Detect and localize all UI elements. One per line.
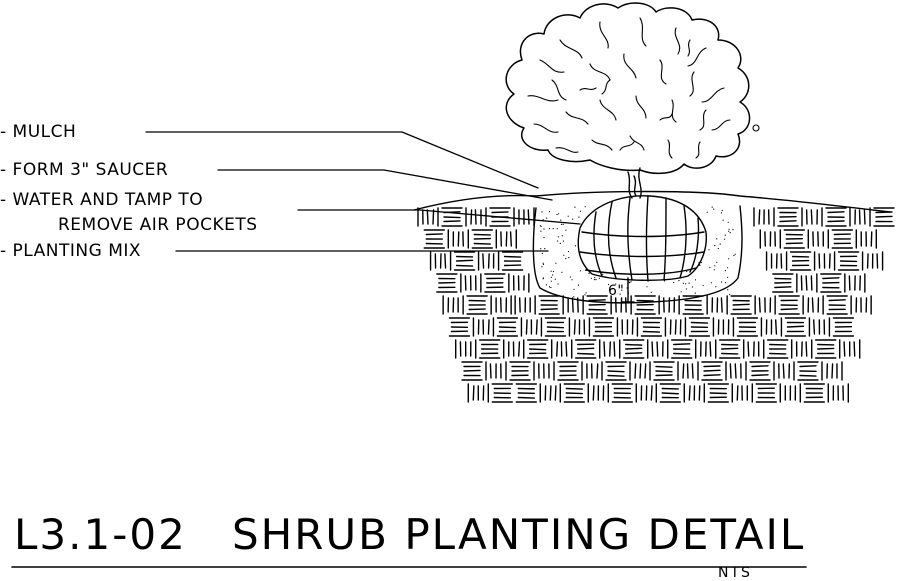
- detail-number: L3.1-02: [14, 512, 232, 558]
- detail-name: SHRUB PLANTING DETAIL: [232, 510, 805, 559]
- planting-mix-stipple: [540, 206, 736, 297]
- shrub-trunk: [628, 168, 641, 198]
- dimension-label: 6": [608, 282, 628, 300]
- shrub-canopy: [506, 3, 749, 173]
- root-ball: [578, 196, 706, 281]
- callout-water-tamp-line2: REMOVE AIR POCKETS: [58, 216, 262, 234]
- callout-planting-mix: - PLANTING MIX: [0, 242, 145, 260]
- callout-water-tamp-line1: - WATER AND TAMP TO: [0, 191, 207, 209]
- planting-pit-outline: [533, 206, 742, 303]
- soil-hatch: [414, 192, 894, 403]
- callout-mulch: - MULCH: [0, 123, 80, 141]
- canopy-texture: [528, 18, 759, 158]
- callout-form-saucer: - FORM 3" SAUCER: [0, 161, 172, 179]
